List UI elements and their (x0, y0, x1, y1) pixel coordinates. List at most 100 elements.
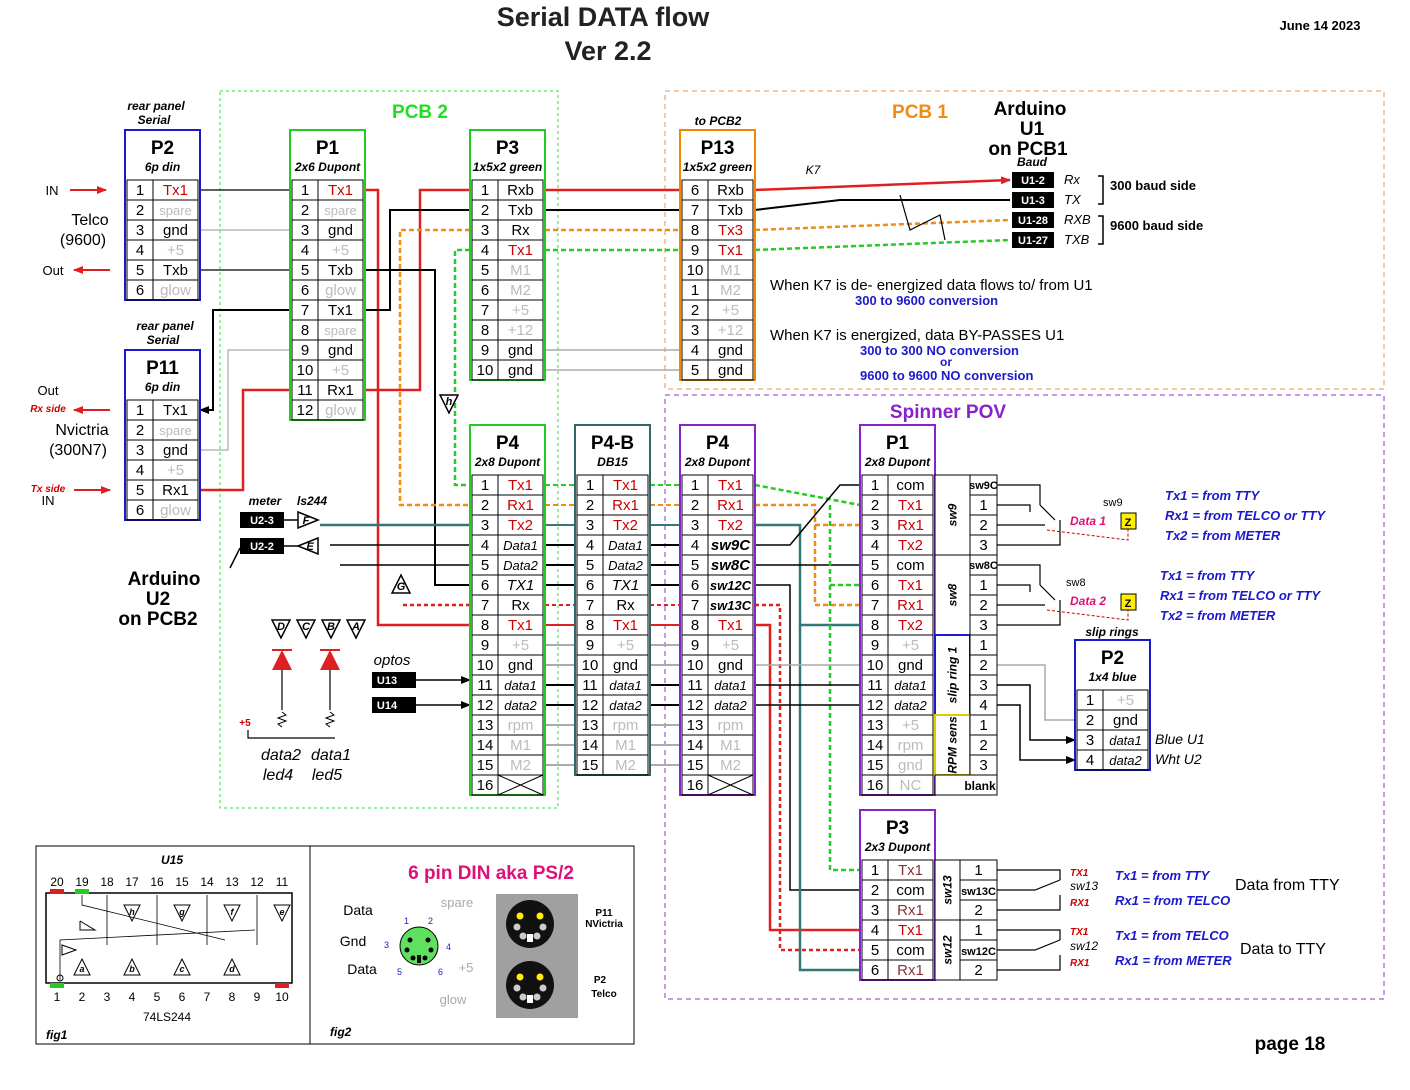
connector-subtitle: 1x4 blue (1088, 670, 1136, 684)
pin-signal: gnd (328, 342, 353, 359)
ic-pin-mark (50, 983, 64, 988)
pin-number: 8 (586, 617, 594, 634)
pin-signal: gnd (613, 657, 638, 674)
pin-signal: Tx1 (898, 922, 923, 939)
pin-number: 5 (871, 557, 879, 574)
ic-gate-letter: a (79, 964, 84, 974)
sw9-label: sw9 (1103, 497, 1123, 509)
din-pin-num: 2 (428, 916, 433, 926)
pin-signal: Tx1 (508, 242, 533, 259)
data-from-tty-label: Data from TTY (1235, 877, 1340, 894)
pin-number: 10 (687, 657, 704, 674)
din-pin-num: 4 (446, 942, 451, 952)
svg-text:U1-27: U1-27 (1018, 235, 1048, 247)
wire-k7-tx (754, 199, 1010, 211)
pin-number: 3 (586, 517, 594, 534)
baud-9600-label: 9600 baud side (1110, 218, 1203, 233)
wire-sw9-1 (997, 504, 1031, 512)
connector-name: P3 (496, 138, 519, 159)
pin-signal: Rx1 (897, 597, 924, 614)
pin-signal: Tx2 (508, 517, 533, 534)
pin-number: 2 (136, 422, 144, 439)
pin-number: 4 (481, 242, 489, 259)
z-mark-1: Z (1120, 512, 1137, 530)
blue-u1-label: Blue U1 (1155, 731, 1205, 747)
connector-name: P3 (886, 818, 909, 839)
ic-bottom-pin: 3 (104, 990, 111, 1004)
pin-signal: +5 (722, 637, 739, 654)
pin-signal: Tx1 (163, 182, 188, 199)
pin-signal: Txb (163, 262, 188, 279)
pin-number: 6 (301, 282, 309, 299)
wire-slip-gnd (997, 664, 1075, 721)
pin-signal: gnd (508, 342, 533, 359)
arduino-u2-line3: on PCB2 (118, 609, 197, 630)
ic-bottom-pin: 8 (229, 990, 236, 1004)
sw13-rx1-mark: RX1 (1070, 898, 1090, 909)
svg-text:U13: U13 (377, 675, 397, 687)
sw8-block-frame (934, 554, 971, 636)
pin-signal: +5 (902, 717, 919, 734)
pin-signal: Rx1 (897, 902, 924, 919)
svg-text:U14: U14 (377, 700, 398, 712)
sw9-pins-num: 3 (979, 537, 987, 554)
spinner-label: Spinner POV (890, 402, 1006, 423)
pin-number: 7 (301, 302, 309, 319)
ic-pin-mark (50, 889, 64, 894)
sw8-pins-num: 1 (979, 577, 987, 594)
wire-slip-data2 (997, 704, 1076, 764)
pin-signal: +5 (1117, 692, 1134, 709)
wire-sp-sw12c (755, 584, 860, 891)
title-line2: Ver 2.2 (564, 36, 651, 66)
din-pin-num: 1 (404, 916, 409, 926)
pin-number: 9 (691, 242, 699, 259)
blank-cell-frame (934, 774, 998, 796)
sw13-label: sw13 (1070, 879, 1098, 893)
sw9-pins-num: 2 (979, 517, 987, 534)
pin-number: 2 (691, 497, 699, 514)
buffer-gate-g: G (390, 573, 412, 594)
pin-signal: Tx1 (508, 617, 533, 634)
wire-sw8-1 (997, 584, 1031, 592)
buffer-triangle (345, 619, 367, 640)
led-resistor (276, 711, 288, 728)
telco-in-label: IN (46, 183, 59, 198)
din-photo-pin (539, 984, 547, 992)
sw13-block: sw13 (934, 859, 961, 921)
sw12-pins-cell (959, 959, 998, 981)
u2-pin-3: U2-3 (240, 512, 284, 528)
svg-text:U1-2: U1-2 (1021, 175, 1045, 187)
k7-note-no-conversion-300: 300 to 300 NO conversion (860, 343, 1019, 358)
pin-signal: gnd (718, 657, 743, 674)
ls244-part-label: 74LS244 (143, 1010, 191, 1024)
ic-top-pin: 16 (150, 875, 164, 889)
pin-number: 13 (687, 717, 704, 734)
pin-signal: Rx (511, 597, 530, 614)
pin-signal: +5 (332, 242, 349, 259)
sw8-pins-num: 3 (979, 617, 987, 634)
pin-number: 6 (481, 577, 489, 594)
led4-line1: data2 (261, 747, 301, 764)
k7-note-conversion: 300 to 9600 conversion (855, 293, 998, 308)
pin-number: 3 (136, 442, 144, 459)
pin-signal: Rx1 (717, 497, 744, 514)
rpm-sens-block-label: RPM sens (946, 716, 960, 774)
ic-top-pin: 17 (125, 875, 139, 889)
pin-number: 3 (691, 517, 699, 534)
sw12-block: sw12 (934, 919, 961, 981)
din-pin-num: 6 (438, 967, 443, 977)
pin-number: 4 (301, 242, 309, 259)
sw13-tx1-mark: TX1 (1070, 868, 1089, 879)
pin-signal: com (896, 557, 924, 574)
sw9-pins-header: sw9C (969, 480, 998, 492)
wire-p1-txb-black (365, 269, 470, 586)
din-spare: spare (441, 895, 474, 910)
blank-cell: blank (934, 774, 998, 796)
baud-300-bracket (1098, 175, 1104, 205)
sw12-note-2: Rx1 = from METER (1115, 953, 1232, 968)
pin-signal: data2 (894, 698, 927, 713)
wire-sw13-1 (997, 869, 1061, 880)
svg-text:Z: Z (1125, 598, 1132, 610)
